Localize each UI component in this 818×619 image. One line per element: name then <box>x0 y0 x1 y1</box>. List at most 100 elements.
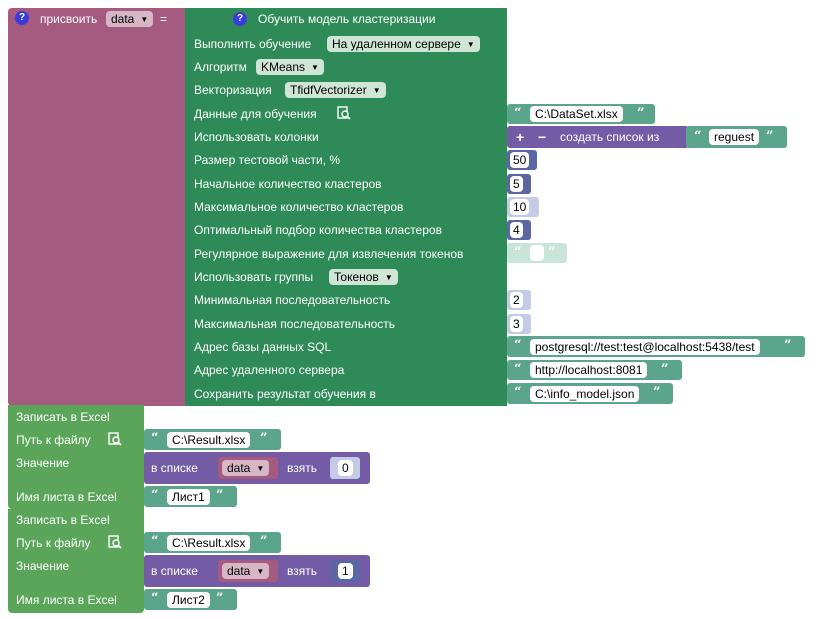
chevron-down-icon: ▼ <box>256 567 265 576</box>
help-icon[interactable]: ? <box>233 12 247 26</box>
list-variable-dropdown[interactable]: data ▼ <box>222 563 270 579</box>
index-field[interactable]: 0 <box>338 460 353 476</box>
quote-close-icon: ” <box>548 245 556 260</box>
columns-field[interactable]: reguest <box>709 129 760 145</box>
quote-open-icon: “ <box>694 129 702 144</box>
equals-sign: = <box>160 12 168 26</box>
write-excel-block[interactable] <box>8 509 144 613</box>
variable-dropdown[interactable]: data ▼ <box>106 11 154 27</box>
save-label: Сохранить результат обучения в <box>194 387 376 401</box>
quote-close-icon: ” <box>216 591 224 606</box>
test-size-label: Размер тестовой части, % <box>194 153 341 167</box>
quote-close-icon: ” <box>653 385 661 400</box>
regex-label: Регулярное выражение для извлечения токе… <box>194 247 464 261</box>
min-seq-field[interactable]: 2 <box>510 292 523 308</box>
excel-sheet-label: Имя листа в Excel <box>16 593 117 607</box>
excel-sheet-field[interactable]: Лист2 <box>167 592 210 608</box>
file-search-icon[interactable] <box>108 432 122 446</box>
quote-open-icon: “ <box>151 431 159 446</box>
algorithm-dropdown[interactable]: KMeans ▼ <box>256 59 324 75</box>
excel-path-field[interactable]: C:\Result.xlsx <box>167 432 251 448</box>
data-path-field[interactable]: C:\DataSet.xlsx <box>530 106 623 122</box>
server-field[interactable]: http://localhost:8081 <box>530 362 648 378</box>
excel-sheet-label: Имя листа в Excel <box>16 490 117 504</box>
quote-close-icon: ” <box>216 488 224 503</box>
vectorization-value: TfidfVectorizer <box>290 83 367 97</box>
max-seq-label: Максимальная последовательность <box>194 317 396 331</box>
chevron-down-icon: ▼ <box>384 273 393 282</box>
execute-dropdown[interactable]: На удаленном сервере ▼ <box>327 36 480 52</box>
variable-name: data <box>111 12 135 26</box>
test-size-field[interactable]: 50 <box>510 152 530 168</box>
chevron-down-icon: ▼ <box>311 63 319 72</box>
server-label: Адрес удаленного сервера <box>194 363 345 377</box>
excel-path-field[interactable]: C:\Result.xlsx <box>167 535 251 551</box>
groups-label: Использовать группы <box>194 270 314 284</box>
excel-title: Записать в Excel <box>16 410 110 424</box>
quote-open-icon: “ <box>514 362 522 377</box>
algorithm-value: KMeans <box>261 60 306 74</box>
quote-open-icon: “ <box>151 534 159 549</box>
chevron-down-icon: ▼ <box>140 15 149 24</box>
regex-field[interactable] <box>530 245 544 261</box>
chevron-down-icon: ▼ <box>466 40 475 49</box>
opt-clusters-label: Оптимальный подбор количества кластеров <box>194 223 442 237</box>
vectorization-dropdown[interactable]: TfidfVectorizer ▼ <box>285 82 386 98</box>
train-title: Обучить модель кластеризации <box>258 12 436 26</box>
init-clusters-label: Начальное количество кластеров <box>194 177 382 191</box>
in-list-label: в списке <box>151 564 198 578</box>
max-clusters-label: Максимальное количество кластеров <box>194 200 404 214</box>
minus-icon[interactable]: − <box>538 129 547 145</box>
plus-icon[interactable]: + <box>516 129 525 145</box>
save-field[interactable]: C:\info_model.json <box>530 386 640 402</box>
in-list-label: в списке <box>151 461 198 475</box>
index-field[interactable]: 1 <box>338 563 353 579</box>
quote-close-icon: ” <box>766 129 774 144</box>
train-cluster-block[interactable] <box>185 8 507 406</box>
execute-value: На удаленном сервере <box>332 37 461 51</box>
excel-sheet-field[interactable]: Лист1 <box>167 489 210 505</box>
write-excel-block[interactable] <box>8 405 144 509</box>
help-icon[interactable]: ? <box>15 11 29 25</box>
groups-value: Токенов <box>334 270 379 284</box>
quote-close-icon: ” <box>637 106 645 121</box>
create-list-block[interactable] <box>507 126 687 148</box>
max-clusters-field[interactable]: 10 <box>510 199 530 215</box>
db-label: Адрес базы данных SQL <box>194 340 332 354</box>
excel-path-label: Путь к файлу <box>16 433 91 447</box>
algorithm-label: Алгоритм <box>194 60 247 74</box>
opt-clusters-field[interactable]: 4 <box>510 222 523 238</box>
groups-dropdown[interactable]: Токенов ▼ <box>329 269 398 285</box>
db-field[interactable]: postgresql://test:test@localhost:5438/te… <box>530 339 760 355</box>
take-label: взять <box>287 461 317 475</box>
excel-value-label: Значение <box>16 559 70 573</box>
list-variable-dropdown[interactable]: data ▼ <box>222 460 270 476</box>
data-label: Данные для обучения <box>194 107 317 121</box>
take-label: взять <box>287 564 317 578</box>
assign-label: присвоить <box>40 12 98 26</box>
excel-title: Записать в Excel <box>16 513 110 527</box>
file-search-icon[interactable] <box>337 106 351 120</box>
max-seq-field[interactable]: 3 <box>510 316 523 332</box>
init-clusters-field[interactable]: 5 <box>510 176 523 192</box>
train-block-inputs-edge <box>500 8 507 406</box>
quote-open-icon: “ <box>151 488 159 503</box>
assign-block[interactable] <box>8 8 188 406</box>
list-variable-name: data <box>227 461 251 475</box>
quote-close-icon: ” <box>784 338 792 353</box>
quote-close-icon: ” <box>260 431 268 446</box>
quote-close-icon: ” <box>661 362 669 377</box>
quote-open-icon: “ <box>514 245 522 260</box>
chevron-down-icon: ▼ <box>256 464 265 473</box>
chevron-down-icon: ▼ <box>372 86 381 95</box>
quote-open-icon: “ <box>514 385 522 400</box>
quote-open-icon: “ <box>514 338 522 353</box>
file-search-icon[interactable] <box>108 535 122 549</box>
excel-path-label: Путь к файлу <box>16 536 91 550</box>
columns-label: Использовать колонки <box>194 130 319 144</box>
quote-close-icon: ” <box>260 534 268 549</box>
quote-open-icon: “ <box>514 106 522 121</box>
list-variable-name: data <box>227 564 251 578</box>
vectorization-label: Векторизация <box>194 83 272 97</box>
execute-label: Выполнить обучение <box>194 37 312 51</box>
